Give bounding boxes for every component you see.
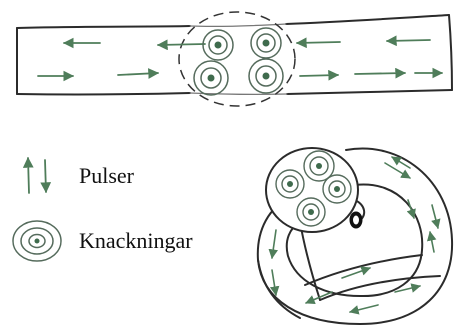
pulse-arrow bbox=[272, 230, 276, 258]
loop-twist bbox=[300, 222, 320, 300]
straight-tube bbox=[17, 15, 452, 94]
tube-bottom-edge-right bbox=[287, 90, 452, 94]
knot bbox=[249, 59, 283, 93]
pulse-arrow bbox=[158, 44, 205, 45]
pulse-arrow bbox=[430, 232, 434, 252]
tube-knots bbox=[194, 28, 283, 95]
knot-rings-icon bbox=[13, 221, 61, 261]
pulse-arrow bbox=[272, 270, 276, 295]
tube-bottom-edge bbox=[17, 93, 190, 94]
tube-top-edge bbox=[17, 26, 190, 28]
pulse-arrow bbox=[355, 73, 405, 74]
pulse-arrow bbox=[432, 205, 438, 228]
knot bbox=[251, 28, 281, 58]
loop-cross-section bbox=[266, 148, 362, 232]
pulse-arrows-icon bbox=[28, 158, 46, 193]
knot bbox=[203, 30, 233, 60]
pulse-arrow bbox=[387, 40, 430, 41]
loop-twist bbox=[320, 276, 440, 300]
tube-top-edge-right bbox=[286, 15, 449, 24]
pulse-arrow bbox=[300, 75, 338, 76]
tube-pulse-arrows bbox=[38, 40, 442, 76]
pulse-arrow bbox=[297, 42, 340, 43]
knots-label: Knackningar bbox=[79, 230, 193, 252]
tube-right-end bbox=[449, 15, 452, 90]
knot bbox=[194, 61, 228, 95]
pulse-arrow bbox=[118, 73, 158, 75]
pulses-label: Pulser bbox=[79, 165, 134, 187]
pulse-arrow bbox=[392, 157, 410, 168]
pulse-arrow bbox=[350, 305, 378, 312]
pulse-arrow bbox=[408, 200, 414, 218]
